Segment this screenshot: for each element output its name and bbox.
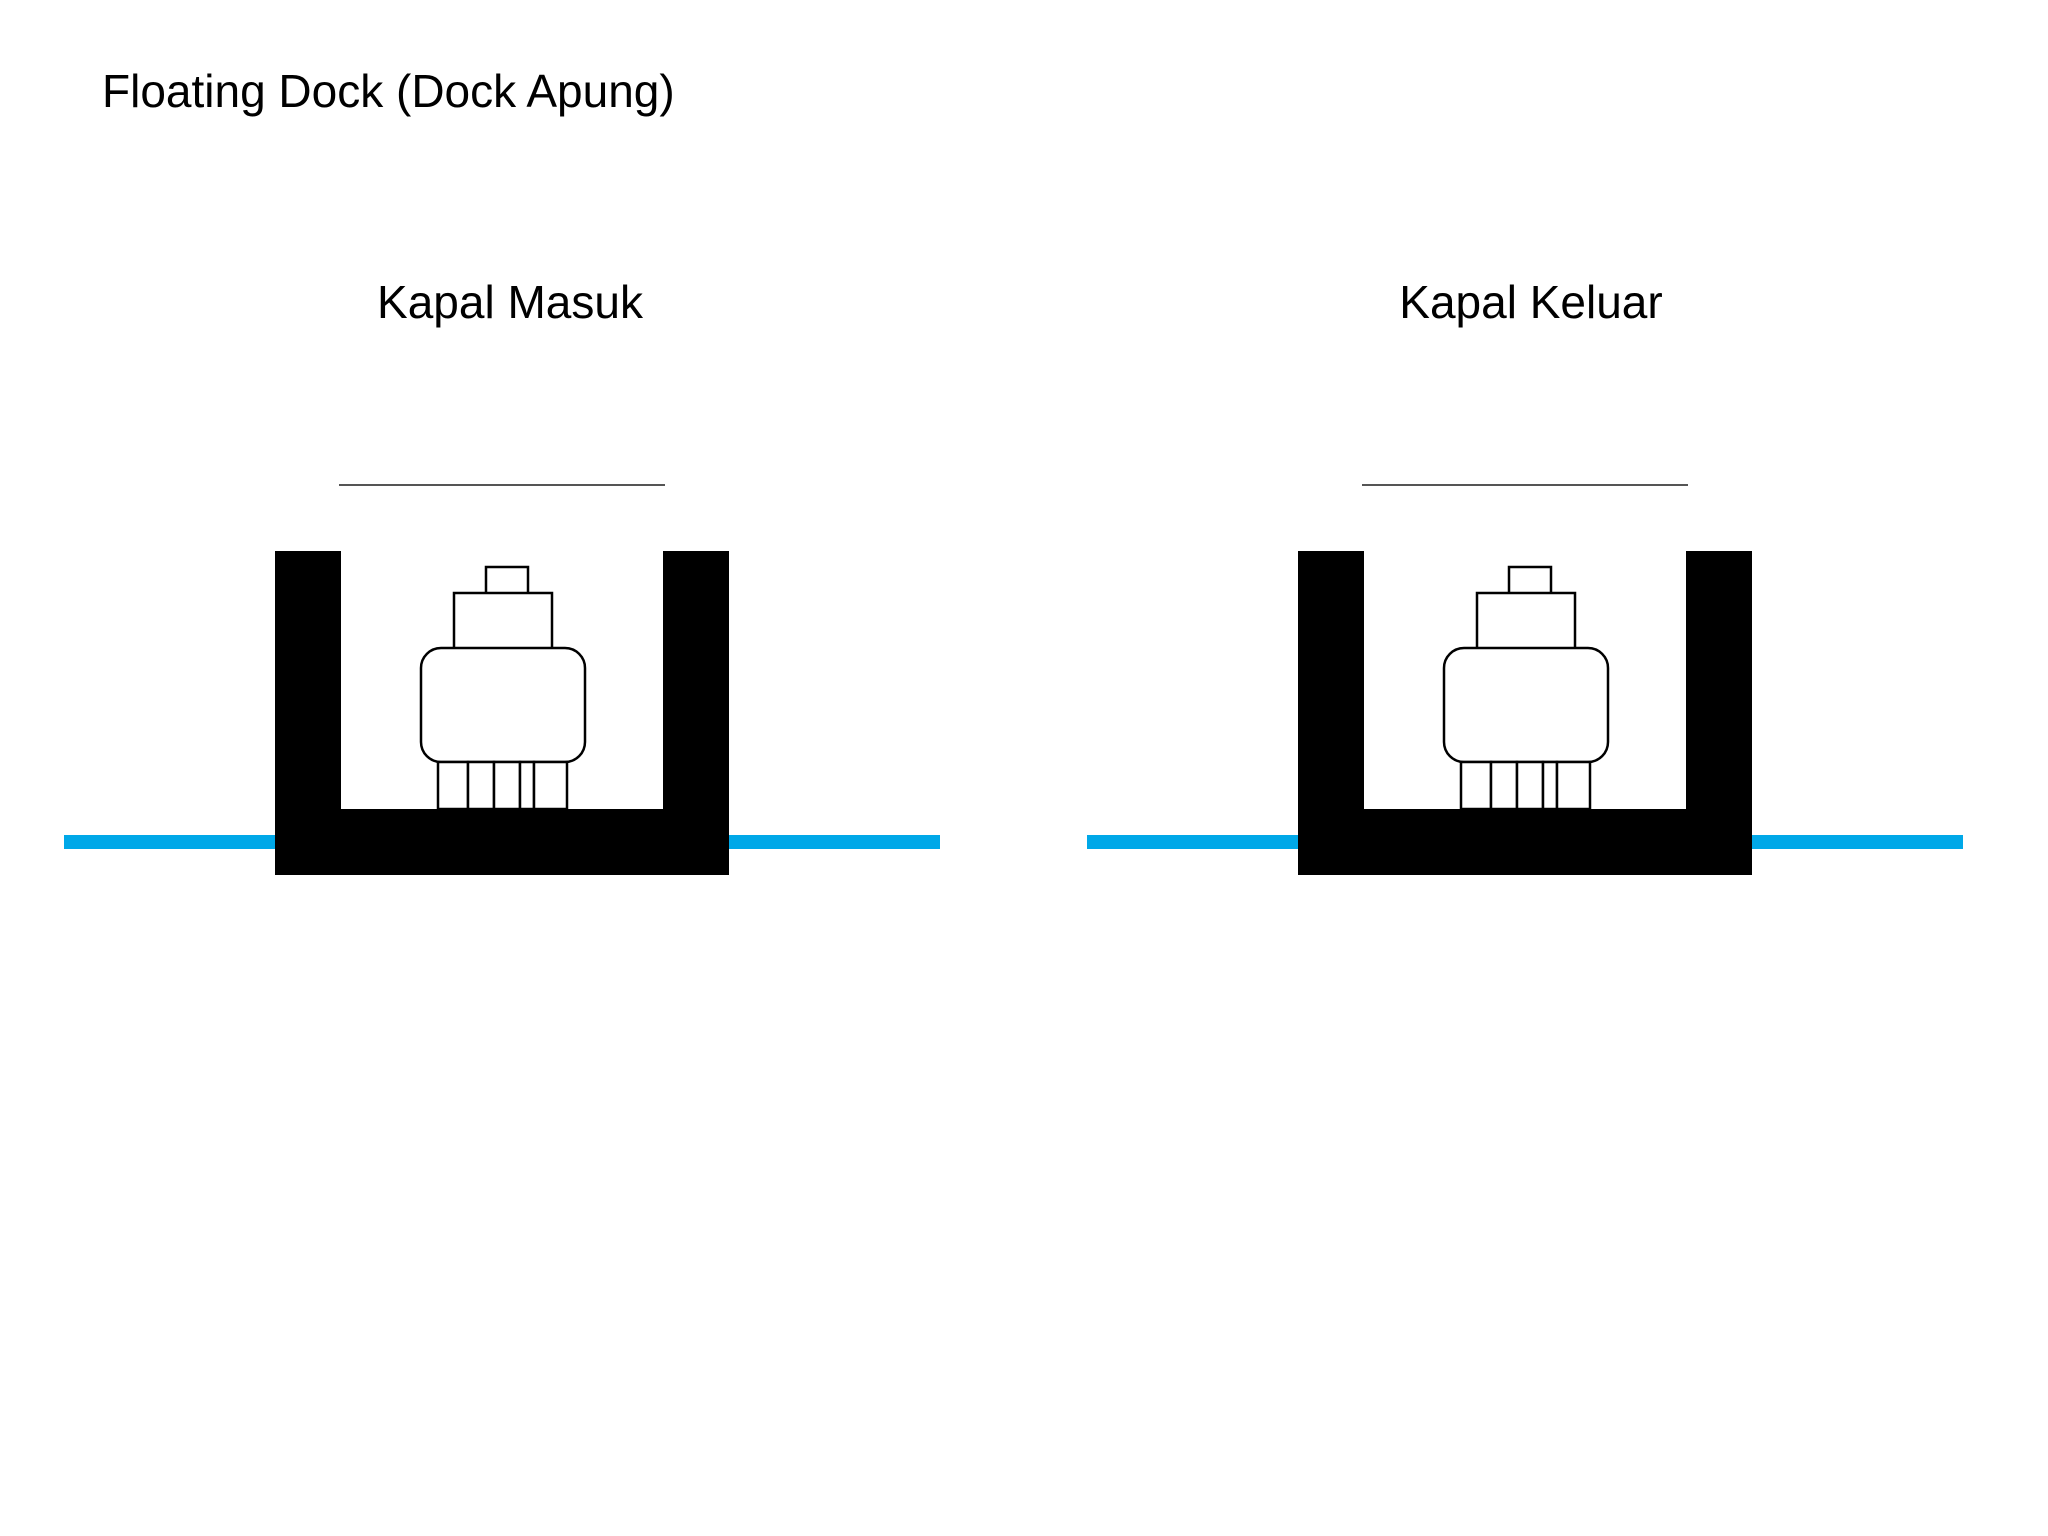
ship-mast — [484, 565, 530, 597]
ship-mast — [1507, 565, 1553, 597]
panel-title-kapal-keluar: Kapal Keluar — [1399, 276, 1663, 328]
ship-superstructure — [1475, 591, 1577, 651]
panel-kapal-masuk — [64, 484, 940, 875]
keel-block-1 — [436, 760, 470, 811]
keel-block-4 — [518, 760, 536, 811]
ship-hull — [1442, 646, 1610, 764]
keel-block-5 — [1555, 760, 1592, 811]
keel-block-4 — [1541, 760, 1559, 811]
ship-hull — [419, 646, 587, 764]
keel-block-1 — [1459, 760, 1493, 811]
panel-title-kapal-masuk: Kapal Masuk — [377, 276, 643, 328]
ship-superstructure — [452, 591, 554, 651]
keel-block-3 — [492, 760, 522, 811]
keel-block-5 — [532, 760, 569, 811]
ship — [419, 565, 587, 811]
keel-block-2 — [466, 760, 496, 811]
page-title: Floating Dock (Dock Apung) — [102, 65, 675, 117]
ship — [1442, 565, 1610, 811]
keel-block-3 — [1515, 760, 1545, 811]
keel-block-2 — [1489, 760, 1519, 811]
panel-kapal-keluar — [1087, 484, 1963, 875]
